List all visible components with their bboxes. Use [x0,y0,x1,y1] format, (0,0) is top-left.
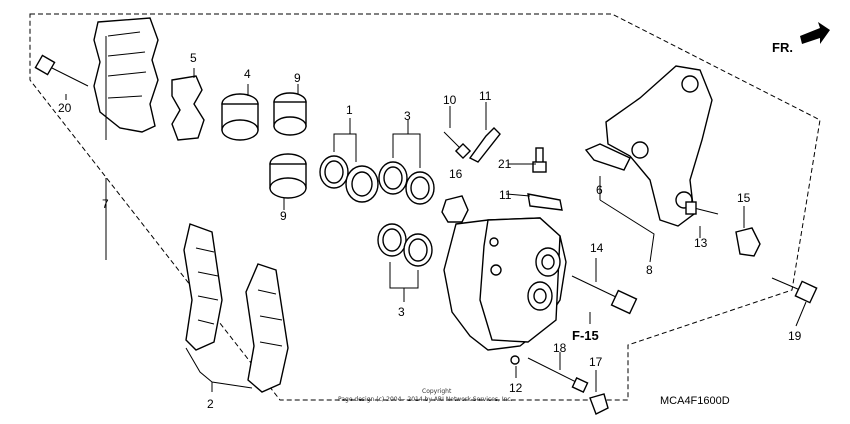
leader-lines [65,36,807,392]
part-label[interactable]: 12 [509,381,523,395]
washer-12-part[interactable] [510,355,520,365]
part-label[interactable]: 7 [102,197,109,211]
direction-label: FR. [772,40,793,55]
part-label[interactable]: 18 [553,341,567,355]
part-label[interactable]: 13 [694,236,708,250]
caliper-body-part[interactable] [443,217,567,351]
bleeder-10-part[interactable] [443,131,472,160]
part-label[interactable]: 11 [499,188,512,202]
part-label[interactable]: 1 [346,103,353,117]
clip-11-top-part[interactable] [468,127,501,163]
seal-set-3-top-part[interactable] [378,133,435,205]
part-label[interactable]: 19 [788,329,802,343]
bolt-14-part[interactable] [571,275,638,315]
clip-11-mid-part[interactable] [527,193,563,211]
part-label[interactable]: 2 [207,397,214,411]
part-label[interactable]: 9 [294,71,301,85]
caliper-body-half-part[interactable] [93,17,159,133]
sleeve-9-bottom-part[interactable] [269,153,307,199]
sleeve-4-part[interactable] [221,93,259,141]
plug-17-part[interactable] [589,393,609,415]
seal-set-3-bottom-part[interactable] [377,223,433,289]
pad-spring-part[interactable] [171,75,205,141]
slide-pin-13-part[interactable] [685,201,719,215]
brake-pad-set-part[interactable] [183,223,289,393]
copyright-notice: Page design (c) 2004 - 2014 by ARI Netwo… [338,396,513,403]
front-direction-indicator [800,22,830,44]
part-label[interactable]: 5 [190,51,197,65]
part-label[interactable]: 21 [498,157,512,171]
part-label[interactable]: 9 [280,209,287,223]
pad-pin-6-part[interactable] [584,143,631,171]
boot-15-part[interactable] [735,227,761,257]
part-label[interactable]: 10 [443,93,457,107]
part-label[interactable]: 17 [589,355,603,369]
part-label[interactable]: 3 [398,305,405,319]
drawing-code: MCA4F1600D [660,395,730,407]
bleeder-21-part[interactable] [532,147,547,173]
part-number-labels: 1 2 3 3 4 5 6 7 8 9 9 10 11 11 12 13 14 … [58,51,802,411]
bolt-19-part[interactable] [771,277,818,304]
part-label[interactable]: 14 [590,241,604,255]
part-label[interactable]: 20 [58,101,72,115]
boot-16-part[interactable] [441,195,469,223]
seal-set-1-part[interactable] [319,133,379,203]
part-label[interactable]: 4 [244,67,251,81]
part-label[interactable]: 11 [479,89,492,103]
part-label[interactable]: 15 [737,191,751,205]
sleeve-9-top-part[interactable] [273,92,307,136]
copyright-title: Copyright [422,388,452,395]
part-label[interactable]: 8 [646,263,653,277]
assembly-outline [29,13,821,401]
part-label[interactable]: 6 [596,183,603,197]
reference-label[interactable]: F-15 [572,328,599,343]
bolt-20-part[interactable] [34,54,89,87]
pin-18-part[interactable] [527,357,589,393]
part-label[interactable]: 16 [449,167,463,181]
part-label[interactable]: 3 [404,109,411,123]
